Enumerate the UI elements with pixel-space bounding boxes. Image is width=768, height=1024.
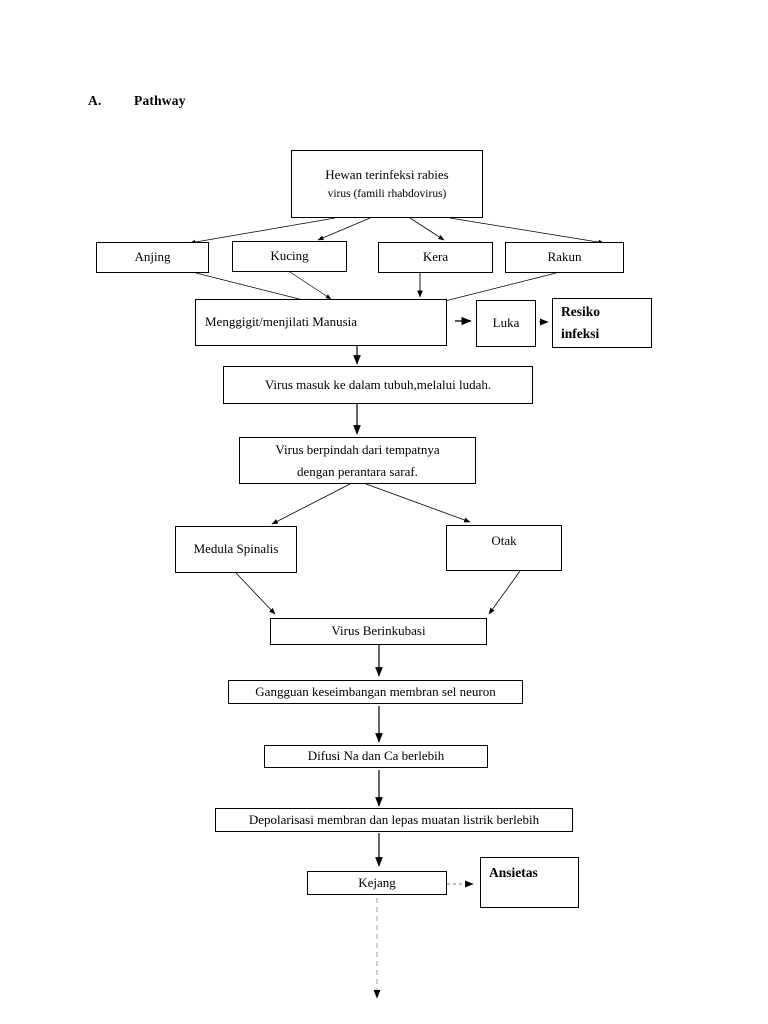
node-label-line1: Hewan terinfeksi rabies bbox=[325, 166, 449, 182]
node-label: Anjing bbox=[134, 249, 171, 265]
edge-kucing-menggigit bbox=[289, 271, 332, 300]
edge-source-kucing bbox=[317, 217, 371, 241]
node-medula-spinalis[interactable]: Medula Spinalis bbox=[175, 526, 297, 573]
edge-berpindah-otak bbox=[365, 483, 471, 523]
node-label-line1: Virus berpindah dari tempatnya bbox=[275, 442, 440, 458]
node-resiko-infeksi[interactable]: Resiko infeksi bbox=[552, 298, 652, 348]
node-gangguan-keseimbangan-membran-sel-neuron[interactable]: Gangguan keseimbangan membran sel neuron bbox=[228, 680, 523, 704]
node-label-line2: dengan perantara saraf. bbox=[297, 463, 418, 479]
edge-otak-inkubasi bbox=[488, 570, 521, 615]
node-label: Depolarisasi membran dan lepas muatan li… bbox=[248, 811, 540, 827]
node-difusi-na-dan-ca-berlebih[interactable]: Difusi Na dan Ca berlebih bbox=[264, 745, 488, 768]
edge-medula-inkubasi bbox=[235, 572, 276, 615]
edge-berpindah-medula bbox=[271, 483, 351, 525]
node-label: Kejang bbox=[358, 874, 396, 890]
node-label: Ansietas bbox=[489, 865, 538, 880]
edge-rakun-menggigit bbox=[440, 271, 561, 303]
node-label: Virus masuk ke dalam tubuh,melalui ludah… bbox=[264, 376, 492, 392]
node-kera[interactable]: Kera bbox=[378, 242, 493, 273]
node-hewan-terinfeksi-rabies[interactable]: Hewan terinfeksi rabies virus (famili rh… bbox=[291, 150, 483, 218]
node-label: Virus Berinkubasi bbox=[331, 623, 426, 639]
node-label: Luka bbox=[492, 315, 520, 331]
node-virus-masuk-ke-dalam-tubuh[interactable]: Virus masuk ke dalam tubuh,melalui ludah… bbox=[223, 366, 533, 404]
node-luka[interactable]: Luka bbox=[476, 300, 536, 347]
page-title-text: Pathway bbox=[134, 93, 186, 108]
node-depolarisasi-membran[interactable]: Depolarisasi membran dan lepas muatan li… bbox=[215, 808, 573, 832]
edge-source-kera bbox=[409, 217, 445, 241]
node-label: Rakun bbox=[547, 249, 582, 265]
node-label-line2: infeksi bbox=[561, 326, 600, 341]
node-virus-berpindah-dari-tempatnya[interactable]: Virus berpindah dari tempatnya dengan pe… bbox=[239, 437, 476, 484]
node-anjing[interactable]: Anjing bbox=[96, 242, 209, 273]
node-label: Kera bbox=[422, 249, 449, 265]
node-ansietas[interactable]: Ansietas bbox=[480, 857, 579, 908]
node-otak[interactable]: Otak bbox=[446, 525, 562, 571]
node-label: Medula Spinalis bbox=[193, 541, 279, 557]
node-menggigit-menjilati-manusia[interactable]: Menggigit/menjilati Manusia bbox=[195, 299, 447, 346]
edge-source-rakun bbox=[449, 217, 605, 245]
node-label: Menggigit/menjilati Manusia bbox=[205, 314, 358, 330]
edge-source-anjing bbox=[189, 217, 336, 245]
edge-anjing-menggigit bbox=[191, 271, 312, 303]
node-rakun[interactable]: Rakun bbox=[505, 242, 624, 273]
node-label: Otak bbox=[491, 533, 517, 548]
node-label-line2: virus (famili rhabdovirus) bbox=[327, 188, 447, 201]
node-virus-berinkubasi[interactable]: Virus Berinkubasi bbox=[270, 618, 487, 645]
page-title: A. Pathway bbox=[88, 93, 186, 109]
node-label: Gangguan keseimbangan membran sel neuron bbox=[255, 683, 496, 699]
node-label: Kucing bbox=[270, 248, 309, 264]
node-label: Difusi Na dan Ca berlebih bbox=[307, 748, 445, 764]
node-label-line1: Resiko bbox=[561, 303, 601, 319]
node-kucing[interactable]: Kucing bbox=[232, 241, 347, 272]
section-marker: A. bbox=[88, 93, 102, 108]
node-kejang[interactable]: Kejang bbox=[307, 871, 447, 895]
